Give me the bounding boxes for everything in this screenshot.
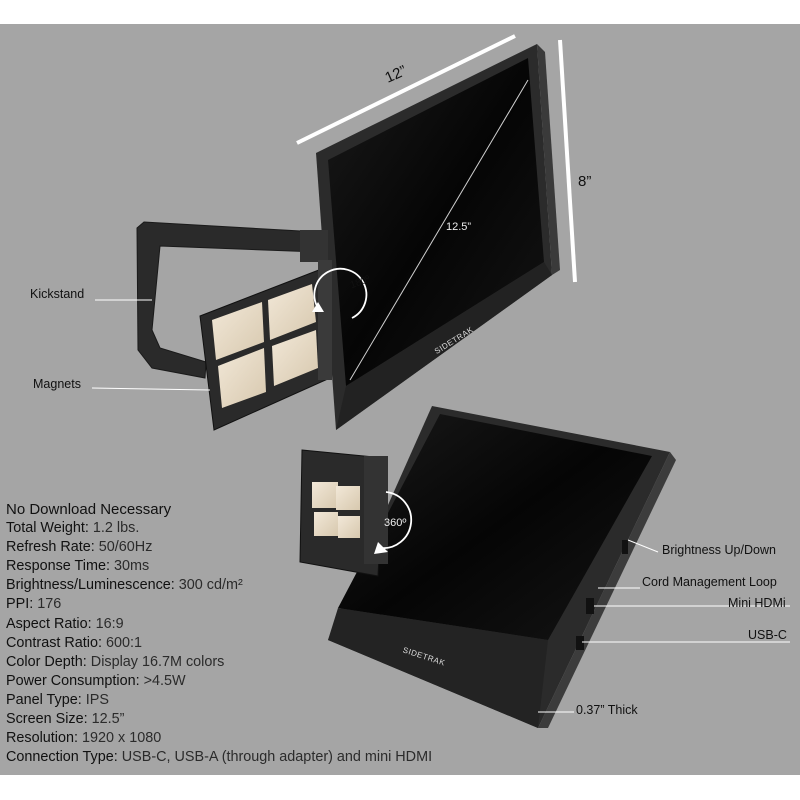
spec-row: PPI: 176 (6, 595, 432, 614)
spec-label: Contrast Ratio: (6, 634, 102, 651)
spec-label: Total Weight: (6, 520, 89, 537)
spec-row: Contrast Ratio: 600:1 (6, 634, 432, 653)
hinge-top (300, 230, 328, 262)
spec-heading: No Download Necessary (6, 501, 172, 518)
spec-row: Total Weight: 1.2 lbs. (6, 519, 432, 538)
monitor-side-edge (538, 452, 676, 728)
spec-value: 50/60Hz (98, 539, 153, 556)
mini-hdmi-label: Mini HDMi (728, 596, 786, 610)
top-monitor (316, 44, 560, 430)
height-label: 8” (578, 173, 592, 190)
magnet-pad (338, 516, 360, 538)
rotation-bottom-label: 360º (384, 517, 407, 529)
spec-value: 12.5” (91, 711, 125, 728)
spec-row: Brightness/Luminescence: 300 cd/m² (6, 576, 432, 595)
spec-label: PPI: (6, 596, 34, 613)
height-dimension-line (558, 39, 577, 283)
magnet-pad (212, 302, 264, 360)
monitor-chin (328, 608, 548, 728)
spec-label: Aspect Ratio: (6, 615, 92, 632)
bottom-monitor (328, 406, 676, 728)
magnet-pad (268, 284, 316, 340)
magnets-label: Magnets (33, 377, 81, 391)
brightness-label: Brightness Up/Down (662, 543, 776, 557)
plate-hinge (318, 260, 332, 380)
spec-value: Display 16.7M colors (90, 653, 225, 670)
plate-hinge (364, 456, 388, 564)
brightness-button (622, 540, 628, 554)
diagonal-label: 12.5” (446, 221, 472, 233)
monitor-screen (338, 414, 652, 640)
rotation-arrow-top (313, 267, 368, 319)
spec-row: Panel Type: IPS (6, 691, 432, 710)
kickstand-frame (136, 221, 319, 379)
spec-value: USB-C, USB-A (through adapter) and mini … (121, 749, 433, 766)
spec-label: Connection Type: (6, 749, 118, 766)
spec-row: Response Time: 30ms (6, 557, 432, 576)
spec-row: Refresh Rate: 50/60Hz (6, 538, 432, 557)
spec-label: Power Consumption: (6, 672, 140, 689)
usb-c-port (576, 636, 584, 650)
monitor-chin (336, 262, 552, 430)
cord-loop-label: Cord Management Loop (642, 575, 777, 589)
spec-label: Screen Size: (6, 711, 88, 728)
magnet-plate-bottom (299, 449, 388, 577)
spec-value: 600:1 (105, 634, 142, 651)
thickness-label: 0.37” Thick (576, 703, 638, 717)
spec-row: Power Consumption: >4.5W (6, 672, 432, 691)
spec-label: Color Depth: (6, 653, 87, 670)
spec-label: Panel Type: (6, 691, 82, 708)
spec-list: No Download Necessary Total Weight: 1.2 … (6, 500, 432, 767)
spec-label: Response Time: (6, 558, 110, 575)
brightness-callout-line (627, 539, 659, 553)
arrow-head-icon (312, 302, 324, 312)
spec-row: Aspect Ratio: 16:9 (6, 615, 432, 634)
kickstand-label: Kickstand (30, 287, 85, 301)
callout-lines (91, 299, 790, 713)
spec-value: 176 (37, 596, 62, 613)
usb-c-label: USB-C (748, 628, 787, 642)
magnet-pad (336, 486, 360, 510)
magnets-callout-line (91, 387, 211, 391)
spec-value: IPS (85, 691, 109, 708)
spec-row: Resolution: 1920 x 1080 (6, 729, 432, 748)
monitor-side-edge (537, 44, 560, 275)
spec-label: Brightness/Luminescence: (6, 577, 175, 594)
magnet-plate (299, 449, 385, 577)
magnet-pad (218, 348, 266, 408)
spec-row: Screen Size: 12.5” (6, 710, 432, 729)
kickstand (136, 221, 328, 379)
spec-value: >4.5W (143, 672, 186, 689)
spec-row: Color Depth: Display 16.7M colors (6, 653, 432, 672)
magnet-plate-top (199, 260, 332, 431)
spec-label: Resolution: (6, 730, 78, 747)
magnet-pad (272, 330, 318, 386)
monitor-screen (328, 58, 544, 386)
width-dimension-line (296, 34, 516, 145)
rotation-arrow-bottom (379, 491, 413, 550)
magnet-pad (312, 482, 338, 508)
diagonal-line (349, 79, 529, 381)
spec-label: Refresh Rate: (6, 539, 95, 556)
spec-value: 1.2 lbs. (92, 520, 140, 537)
mini-hdmi-port (586, 598, 594, 614)
spec-row: Connection Type: USB-C, USB-A (through a… (6, 748, 432, 767)
spec-value: 300 cd/m² (178, 577, 243, 594)
spec-value: 30ms (113, 558, 150, 575)
spec-value: 16:9 (95, 615, 124, 632)
magnet-pad (314, 512, 338, 536)
arrow-head-icon (374, 542, 388, 554)
spec-value: 1920 x 1080 (82, 730, 162, 747)
